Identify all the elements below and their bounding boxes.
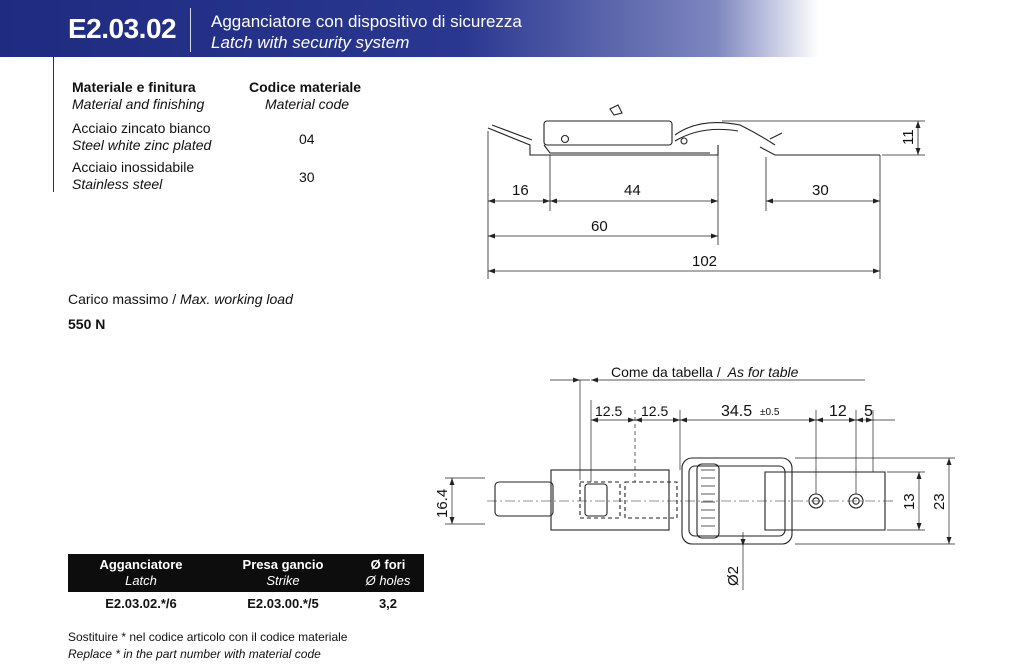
latch-lever-outline bbox=[543, 120, 673, 146]
latch-base-outline bbox=[487, 127, 719, 156]
footnote-en: Replace * in the part number with materi… bbox=[68, 647, 321, 661]
materials-col1-subheader: Material and finishing bbox=[72, 96, 205, 112]
dim-34-5: 34.5 bbox=[721, 403, 752, 420]
header-holes-it: Ø fori bbox=[370, 557, 406, 572]
footnote-it: Sostituire * nel codice articolo con il … bbox=[68, 630, 348, 644]
dim-12-5-a: 12.5 bbox=[595, 403, 622, 419]
top-view-drawing: Come da tabella / As for table 12.5 12.5… bbox=[434, 364, 955, 590]
header-strike-en: Strike bbox=[266, 573, 300, 588]
strike-code: E2.03.00.*/5 bbox=[247, 596, 319, 611]
codes-table-header: Agganciatore Latch Presa gancio Strike Ø… bbox=[68, 554, 424, 592]
note-as-for-table: Come da tabella / As for table bbox=[611, 364, 799, 380]
material-row-1-en: Steel white zinc plated bbox=[72, 137, 212, 153]
left-rule bbox=[53, 57, 54, 192]
header-latch-en: Latch bbox=[125, 573, 157, 588]
material-row-1-it: Acciaio zincato bianco bbox=[72, 120, 211, 136]
side-view-drawing: 16 44 30 60 102 11 bbox=[487, 104, 925, 279]
note-en: As for table bbox=[727, 364, 799, 380]
table-row: E2.03.02.*/6 E2.03.00.*/5 3,2 bbox=[68, 592, 424, 615]
header-strike-it: Presa gancio bbox=[242, 557, 324, 572]
materials-col2-header: Codice materiale bbox=[249, 79, 362, 95]
dim-13: 13 bbox=[901, 493, 918, 510]
materials-col2-subheader: Material code bbox=[265, 96, 350, 112]
header-latch-it: Agganciatore bbox=[99, 557, 183, 572]
dim-102: 102 bbox=[692, 253, 717, 270]
material-row-2-it: Acciaio inossidabile bbox=[72, 159, 195, 175]
dim-12-5-b: 12.5 bbox=[641, 403, 668, 419]
header-latch: Agganciatore Latch bbox=[68, 554, 214, 592]
title-english: Latch with security system bbox=[211, 33, 410, 52]
dim-60: 60 bbox=[591, 218, 608, 235]
material-row-2-code: 30 bbox=[299, 169, 315, 185]
dim-16-4: 16.4 bbox=[434, 489, 451, 518]
material-row-2-en: Stainless steel bbox=[72, 176, 163, 192]
header-holes-en: Ø holes bbox=[365, 573, 411, 588]
header-holes: Ø fori Ø holes bbox=[352, 554, 424, 592]
material-row-1-code: 04 bbox=[299, 131, 315, 147]
dim-44: 44 bbox=[624, 182, 641, 199]
note-it: Come da tabella / bbox=[611, 364, 721, 380]
dim-16: 16 bbox=[512, 182, 529, 199]
load-label-it: Carico massimo / bbox=[68, 291, 177, 307]
latch-knob-outline bbox=[494, 481, 554, 517]
header-strike: Presa gancio Strike bbox=[214, 554, 352, 592]
codes-table: Agganciatore Latch Presa gancio Strike Ø… bbox=[68, 554, 424, 615]
dim-diameter-2: Ø2 bbox=[725, 566, 742, 586]
materials-col1-header: Materiale e finitura bbox=[72, 79, 196, 95]
holes-diameter: 3,2 bbox=[378, 596, 398, 611]
header-divider bbox=[190, 8, 191, 52]
title-italian: Agganciatore con dispositivo di sicurezz… bbox=[211, 12, 522, 31]
latch-code: E2.03.02.*/6 bbox=[105, 596, 177, 611]
latch-plate-outline bbox=[550, 469, 670, 531]
load-label-en: Max. working load bbox=[180, 291, 293, 307]
product-code: E2.03.02 bbox=[68, 13, 177, 44]
dim-12: 12 bbox=[829, 403, 847, 420]
header-banner: E2.03.02 Agganciatore con dispositivo di… bbox=[0, 0, 1024, 57]
load-value: 550 N bbox=[68, 316, 106, 332]
load-label: Carico massimo / Max. working load bbox=[68, 291, 293, 307]
dim-30: 30 bbox=[812, 182, 829, 199]
dim-5: 5 bbox=[864, 403, 873, 420]
dim-11: 11 bbox=[900, 129, 917, 145]
dim-23: 23 bbox=[931, 493, 948, 510]
strike-plate-outline bbox=[764, 471, 886, 531]
dim-34-5-tolerance: ±0.5 bbox=[760, 407, 780, 418]
